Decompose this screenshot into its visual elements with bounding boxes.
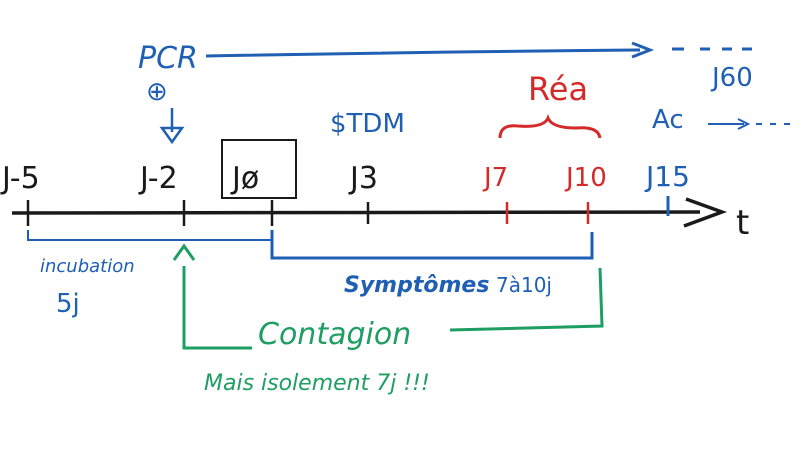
rea-group: Réa (498, 70, 602, 139)
day-label-j7: J7 (482, 163, 508, 193)
day-label-jm2: J-2 (138, 161, 178, 196)
contagion-note: Mais isolement 7j !!! (204, 371, 430, 396)
incubation-label: incubation (40, 256, 135, 277)
rea-brace (498, 113, 602, 139)
day-label-j10: J10 (564, 163, 607, 193)
tdm-label: $TDM (330, 109, 405, 139)
symptoms-bracket (270, 230, 594, 260)
pcr-long-arrow (205, 48, 641, 58)
pcr-long-arrowhead (631, 41, 655, 59)
symptoms-group: Symptômes 7à10j (270, 230, 594, 298)
pcr-label: PCR (138, 41, 198, 76)
contagion-label: Contagion (258, 317, 411, 352)
ac-arrowhead (737, 118, 751, 130)
day-label-jm5: J-5 (0, 161, 40, 196)
incubation-bracket (27, 230, 273, 241)
contagion-up-arrowhead (172, 243, 196, 261)
day-label-j0: Jø (230, 161, 259, 196)
axis-line (11, 210, 701, 215)
incubation-group: incubation 5j (27, 230, 273, 319)
time-axis: t (11, 196, 749, 243)
j0-box (221, 139, 297, 199)
contagion-bracket-left (182, 266, 252, 350)
contagion-bracket-right (449, 267, 604, 332)
day-label-j3: J3 (348, 161, 378, 196)
pcr-down-arrowhead (159, 126, 185, 145)
symptoms-duration: 7à10j (496, 273, 552, 297)
j60-label: J60 (710, 63, 753, 93)
axis-label-t: t (736, 203, 749, 243)
ac-group: Ac (652, 105, 790, 135)
pcr-group: PCR ⊕ J60 (138, 41, 753, 145)
pcr-plus-icon: ⊕ (146, 77, 168, 107)
symptoms-label: Symptômes (344, 273, 489, 298)
day-label-j15: J15 (644, 160, 690, 193)
rea-label: Réa (528, 70, 588, 108)
ac-label: Ac (652, 105, 684, 135)
axis-arrowhead (683, 197, 728, 228)
contagion-group: Contagion Mais isolement 7j !!! (172, 243, 604, 396)
incubation-duration: 5j (56, 289, 80, 319)
